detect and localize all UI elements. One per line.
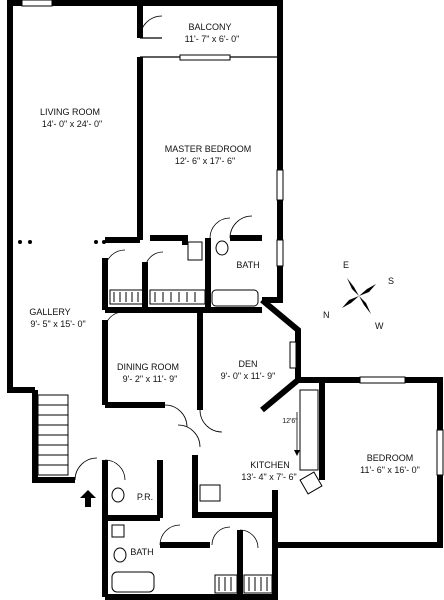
master-toilet: [215, 240, 229, 256]
lower-bath-name: BATH: [130, 547, 153, 557]
master-bath-wall: [150, 235, 188, 245]
master-sink: [187, 241, 203, 261]
kitchen-range: [199, 484, 221, 502]
kitchen-counter: [299, 389, 319, 471]
gallery-dims: 9'- 5" x 15'- 0": [30, 319, 85, 329]
kitchen-dims: 13'- 4" x 7'- 6": [241, 472, 296, 482]
balcony-name: BALCONY: [188, 22, 231, 32]
gallery-name: GALLERY: [29, 307, 70, 317]
fixtures: [111, 240, 323, 593]
kitchen-name: KITCHEN: [250, 460, 290, 470]
den-dims: 9'- 0" x 11'- 9": [221, 371, 276, 381]
dining-door: [104, 311, 124, 331]
den-name: DEN: [238, 359, 257, 369]
master-bedroom-name: MASTER BEDROOM: [165, 144, 252, 154]
master-bath-door: [209, 217, 231, 239]
powder-room-name: P.R.: [137, 492, 153, 502]
entry-west-wall: [32, 390, 75, 483]
compass-e: E: [343, 260, 349, 270]
closets: [37, 289, 273, 594]
lower-bathtub: [111, 571, 155, 593]
dining-room-name: DINING ROOM: [117, 362, 179, 372]
compass-icon: E S N W: [323, 260, 394, 331]
compass-s: S: [388, 276, 394, 286]
dining-room-dims: 9'- 2" x 11'- 9": [123, 374, 178, 384]
den-bay-wall: [260, 297, 301, 413]
balcony-wall: [140, 0, 283, 57]
kitchen-dim-label: 12'6": [282, 418, 298, 425]
pr-toilet: [111, 487, 125, 503]
entry-arrow-icon: [80, 490, 96, 507]
balcony-door: [139, 15, 163, 39]
lower-bath-door: [159, 524, 181, 546]
master-bathtub: [211, 289, 259, 307]
column-dots: [18, 240, 106, 244]
living-room-name: LIVING ROOM: [40, 107, 100, 117]
entry-door: [74, 457, 98, 481]
room-labels: BALCONY 11'- 7" x 6'- 0" LIVING ROOM 14'…: [29, 22, 420, 557]
compass-n: N: [323, 310, 330, 320]
bedroom-dims: 11'- 6" x 16'- 0": [360, 465, 420, 475]
windows: [21, 0, 444, 476]
kitchen-door: [177, 424, 201, 448]
lower-toilet: [113, 547, 127, 563]
balcony-dims: 11'- 7" x 6'- 0": [185, 34, 240, 44]
pr-door: [104, 459, 126, 481]
compass-w: W: [375, 321, 384, 331]
pr-sink: [111, 524, 125, 538]
west-wall: [7, 0, 143, 393]
closet-door: [104, 249, 126, 271]
doors: [74, 15, 259, 549]
walls: [7, 0, 443, 600]
master-east-wall: [262, 57, 283, 303]
kitchen-south-wall: [192, 455, 275, 518]
bedroom-name: BEDROOM: [367, 453, 414, 463]
master-bedroom-dims: 12'- 6" x 17'- 6": [175, 156, 235, 166]
master-bath-name: BATH: [236, 260, 259, 270]
living-room-dims: 14'- 0" x 24'- 0": [42, 119, 102, 129]
kitchen-sink: [299, 471, 323, 495]
lower-south-wall: [105, 545, 278, 600]
